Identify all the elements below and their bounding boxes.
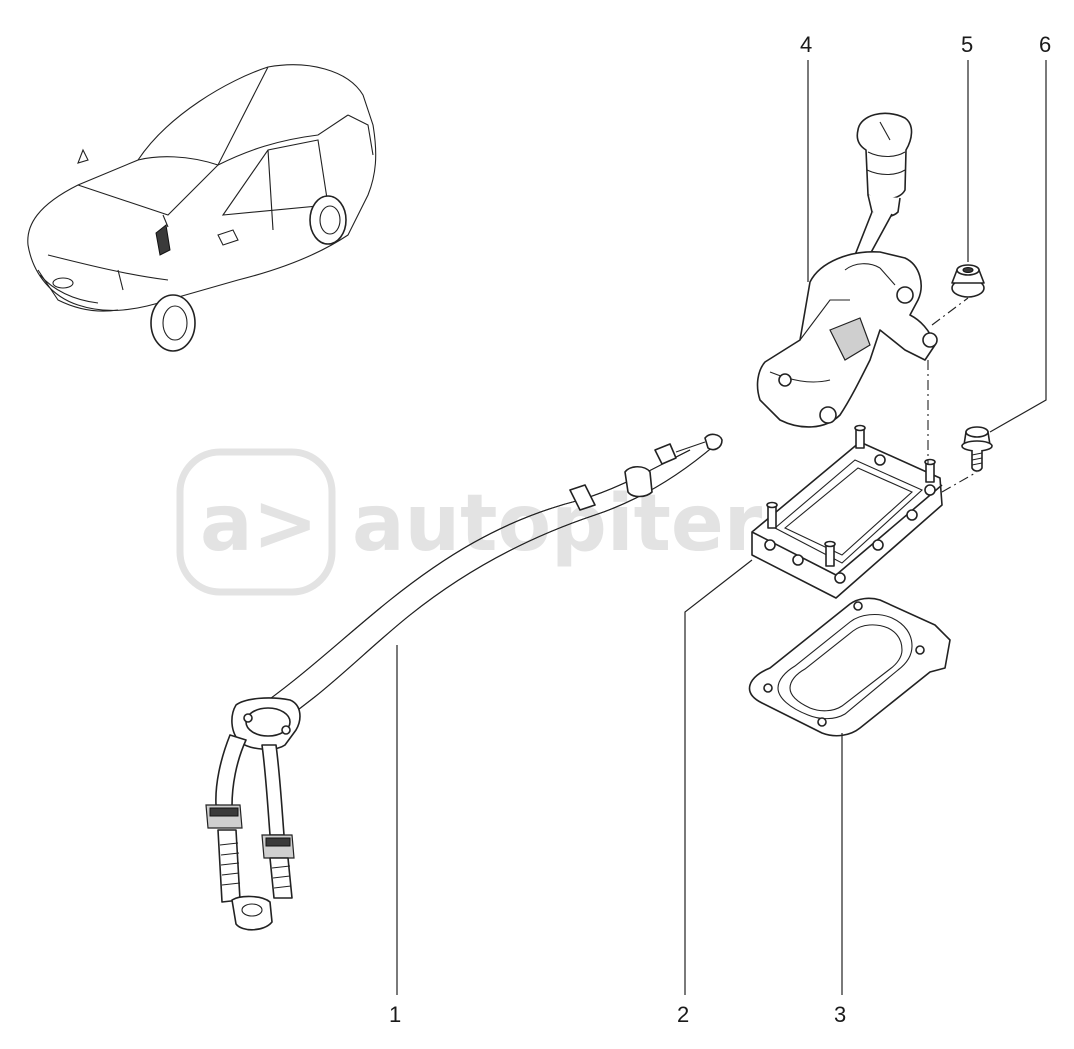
gear-lever-assembly-icon bbox=[756, 112, 938, 428]
leader-lines bbox=[396, 60, 1047, 995]
callout-label-2: 2 bbox=[677, 1002, 689, 1027]
mounting-frame-icon bbox=[751, 424, 943, 599]
car-locator-icon bbox=[27, 64, 377, 352]
assembly-lines bbox=[927, 297, 978, 493]
watermark-logo-box bbox=[176, 448, 336, 596]
callout-label-6: 6 bbox=[1039, 32, 1051, 57]
flange-bolt-icon bbox=[961, 426, 993, 472]
gearshift-cable-pair-icon bbox=[205, 433, 723, 931]
callout-label-4: 4 bbox=[800, 32, 812, 57]
callout-label-1: 1 bbox=[389, 1002, 401, 1027]
gasket-plate-icon bbox=[748, 597, 951, 737]
callout-label-5: 5 bbox=[961, 32, 973, 57]
flange-nut-icon bbox=[951, 264, 985, 298]
leader-line-6 bbox=[989, 60, 1047, 433]
callout-label-3: 3 bbox=[834, 1002, 846, 1027]
leader-line-2 bbox=[684, 559, 753, 995]
callout-labels: 1 2 3 4 5 6 bbox=[389, 32, 1051, 1027]
watermark-logo-text: a> bbox=[200, 479, 318, 569]
